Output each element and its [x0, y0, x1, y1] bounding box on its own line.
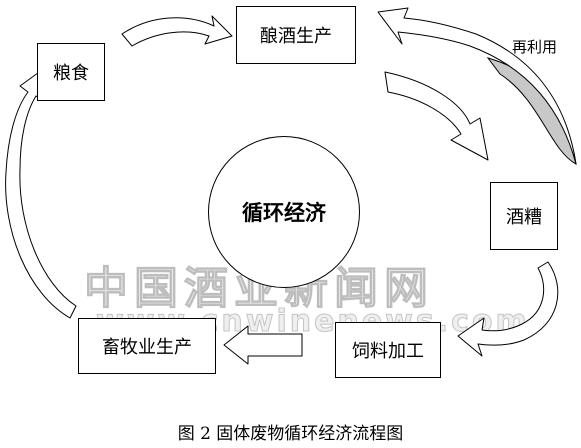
arrow-livestock-to-grain — [5, 69, 77, 319]
node-brewing: 酿酒生产 — [236, 6, 356, 64]
node-feed: 饲料加工 — [335, 322, 441, 378]
node-livestock: 畜牧业生产 — [78, 318, 216, 374]
reuse-label: 再利用 — [512, 38, 558, 56]
node-grain: 粮食 — [37, 43, 105, 101]
arrow-feed-to-livestock — [223, 325, 303, 365]
center-circle: 循环经济 — [208, 136, 360, 288]
figure-caption: 图 2 固体废物循环经济流程图 — [177, 424, 404, 444]
center-label: 循环经济 — [242, 200, 326, 225]
node-lees: 酒糟 — [490, 182, 558, 250]
arrow-reuse — [377, 7, 577, 165]
arrow-lees-to-feed — [457, 261, 559, 357]
arrow-brewing-to-lees — [384, 71, 489, 161]
arrow-grain-to-brewing — [121, 15, 233, 47]
